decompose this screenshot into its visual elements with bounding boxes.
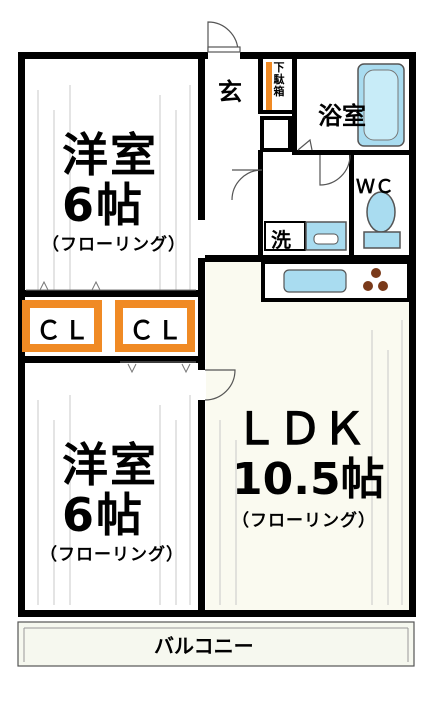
closet1-label: ＣＬ xyxy=(36,316,93,345)
ldk-floor: （フローリング） xyxy=(232,511,376,531)
western1-name: 洋室 xyxy=(62,128,158,182)
ldk-size: 10.5帖 xyxy=(232,454,385,505)
ldk-floor xyxy=(206,262,411,614)
ldk-name: ＬＤＫ xyxy=(234,404,366,455)
entrance-door xyxy=(207,21,241,53)
balcony-label: バルコニー xyxy=(154,634,254,658)
toilet-tank xyxy=(363,231,401,249)
western2-size: 6帖 xyxy=(62,488,145,542)
door-marks xyxy=(26,280,196,374)
inner-doors xyxy=(204,138,351,401)
shoe-box-strip xyxy=(266,62,272,110)
closet2-label: ＣＬ xyxy=(129,316,186,345)
closet2-inner xyxy=(123,308,187,344)
western2-name: 洋室 xyxy=(62,438,158,492)
wash-basin-bowl xyxy=(313,233,339,245)
bath-label: 浴室 xyxy=(318,102,366,130)
kitchen-sink xyxy=(283,269,347,293)
bathtub-inner xyxy=(363,69,399,141)
western1-size: 6帖 xyxy=(62,178,145,232)
washer-box xyxy=(264,221,306,251)
walls xyxy=(18,52,416,617)
western2-floor: （フローリング） xyxy=(40,545,184,565)
washer-label: 洗 xyxy=(271,228,291,252)
closet1-inner xyxy=(30,308,94,344)
floor-hatching xyxy=(37,85,403,605)
stove-burners xyxy=(363,268,388,291)
wc-label: ＷＣ xyxy=(356,176,395,198)
shoe-box-label: 下駄箱 xyxy=(273,61,285,98)
balcony-area xyxy=(17,621,415,667)
western1-floor: （フローリング） xyxy=(42,235,186,255)
entrance-label: 玄 xyxy=(218,78,242,106)
